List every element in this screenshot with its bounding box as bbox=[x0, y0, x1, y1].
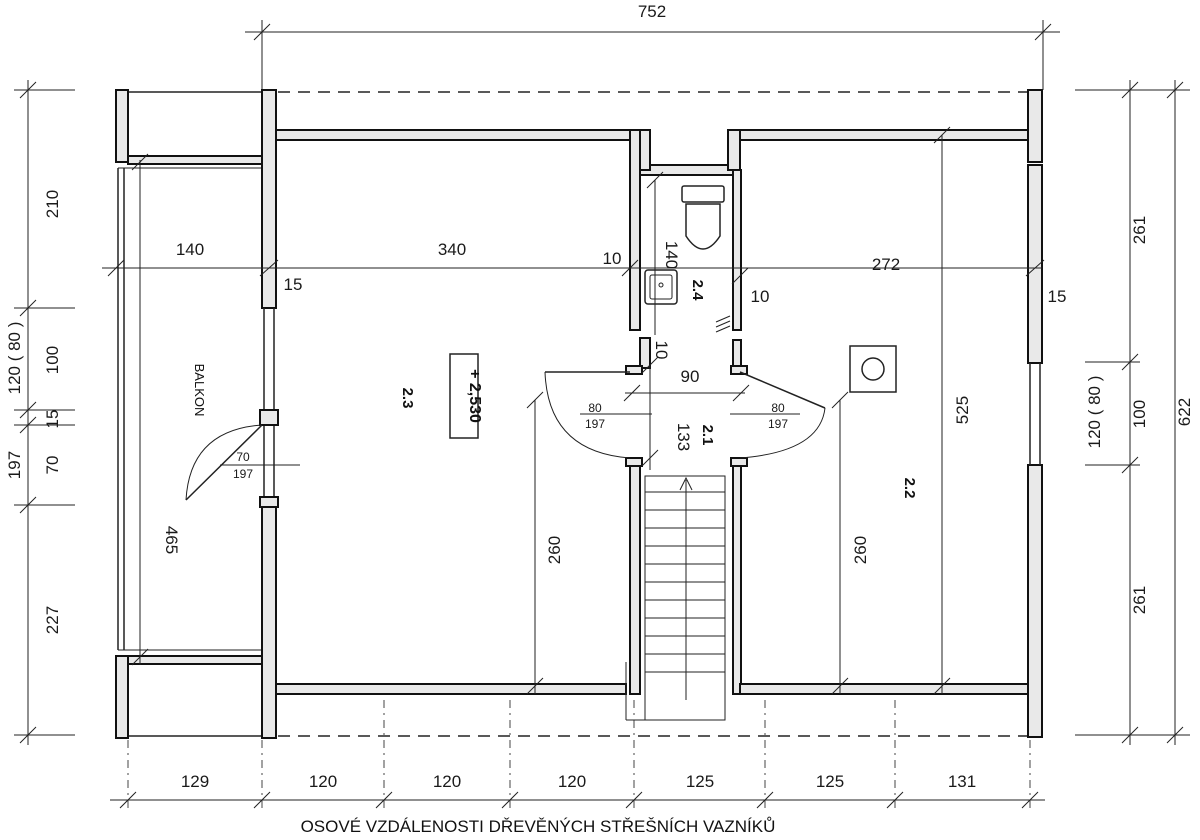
dimension-top: 752 bbox=[245, 2, 1060, 90]
dim-left-70: 70 bbox=[43, 456, 62, 475]
dim-left-197: 197 bbox=[5, 451, 24, 479]
door-left bbox=[544, 371, 631, 459]
dim-right-261-top: 261 bbox=[1130, 216, 1149, 244]
footer-caption: OSOVÉ VZDÁLENOSTI DŘEVĚNÝCH STŘEŠNÍCH VA… bbox=[301, 817, 776, 836]
dim-bottom-129: 129 bbox=[181, 772, 209, 791]
dim-bath-140: 140 bbox=[662, 241, 681, 269]
ventilation-symbol bbox=[715, 315, 731, 333]
dim-room22-260: 260 bbox=[851, 536, 870, 564]
dim-balcony-465: 465 bbox=[162, 526, 181, 554]
walls bbox=[259, 89, 1043, 739]
door-balcony-width: 70 bbox=[236, 450, 250, 464]
dim-bottom-125-b: 125 bbox=[816, 772, 844, 791]
level-mark-text: + 2,530 bbox=[466, 369, 483, 423]
chimney-symbol bbox=[849, 345, 897, 393]
dim-inner-10: 10 bbox=[603, 249, 622, 268]
dim-bottom-125-a: 125 bbox=[686, 772, 714, 791]
dim-right-261-bottom: 261 bbox=[1130, 586, 1149, 614]
level-mark: + 2,530 bbox=[449, 353, 483, 439]
staircase bbox=[625, 475, 726, 721]
door-left-height: 197 bbox=[585, 417, 605, 431]
door-balcony bbox=[185, 424, 263, 501]
balcony: BALKON bbox=[115, 89, 263, 739]
dimension-right: 261 120 ( 80 ) 100 261 622 bbox=[1075, 80, 1194, 745]
dim-room22-525: 525 bbox=[953, 396, 972, 424]
sink-fixture bbox=[644, 269, 678, 305]
dim-bottom-120-c: 120 bbox=[558, 772, 586, 791]
balcony-label: BALKON bbox=[192, 364, 207, 417]
toilet-fixture bbox=[681, 185, 725, 250]
dim-bottom-131: 131 bbox=[948, 772, 976, 791]
dim-inner-90: 90 bbox=[681, 367, 700, 386]
door-balcony-height: 197 bbox=[233, 467, 253, 481]
door-right bbox=[739, 371, 826, 459]
dimension-left: 210 120 ( 80 ) 100 15 70 197 227 bbox=[5, 80, 75, 745]
dim-inner-340: 340 bbox=[438, 240, 466, 259]
dim-left-227: 227 bbox=[43, 606, 62, 634]
dim-corridor-133: 133 bbox=[674, 423, 693, 451]
dim-right-100: 100 bbox=[1130, 400, 1149, 428]
dim-right-120-80: 120 ( 80 ) bbox=[1085, 376, 1104, 449]
room-label-2-3: 2.3 bbox=[399, 388, 416, 409]
door-left-width: 80 bbox=[588, 401, 602, 415]
room-label-2-4: 2.4 bbox=[689, 280, 706, 302]
dim-wall-10-right: 10 bbox=[751, 287, 770, 306]
dim-right-622: 622 bbox=[1175, 398, 1194, 426]
dimension-bottom: 129 120 120 120 125 125 131 bbox=[110, 700, 1045, 810]
door-dimension-lines bbox=[220, 413, 800, 466]
dim-wall-15-left: 15 bbox=[284, 275, 303, 294]
dim-left-15: 15 bbox=[43, 410, 62, 429]
dim-left-120-80: 120 ( 80 ) bbox=[5, 322, 24, 395]
dim-top-total: 752 bbox=[638, 2, 666, 21]
room-label-2-1: 2.1 bbox=[699, 425, 716, 446]
roof-outline bbox=[128, 91, 1028, 737]
dim-room23-260: 260 bbox=[545, 536, 564, 564]
dim-bottom-120-b: 120 bbox=[433, 772, 461, 791]
dim-wall-15-right: 15 bbox=[1048, 287, 1067, 306]
dim-inner-272: 272 bbox=[872, 255, 900, 274]
dim-inner-140: 140 bbox=[176, 240, 204, 259]
inner-dimension-lines bbox=[102, 126, 1045, 695]
dim-left-210: 210 bbox=[43, 190, 62, 218]
dim-left-100: 100 bbox=[43, 346, 62, 374]
door-right-height: 197 bbox=[768, 417, 788, 431]
room-label-2-2: 2.2 bbox=[901, 478, 918, 499]
dim-bottom-120-a: 120 bbox=[309, 772, 337, 791]
door-right-width: 80 bbox=[771, 401, 785, 415]
dim-wall-10-corridor: 10 bbox=[652, 341, 671, 360]
